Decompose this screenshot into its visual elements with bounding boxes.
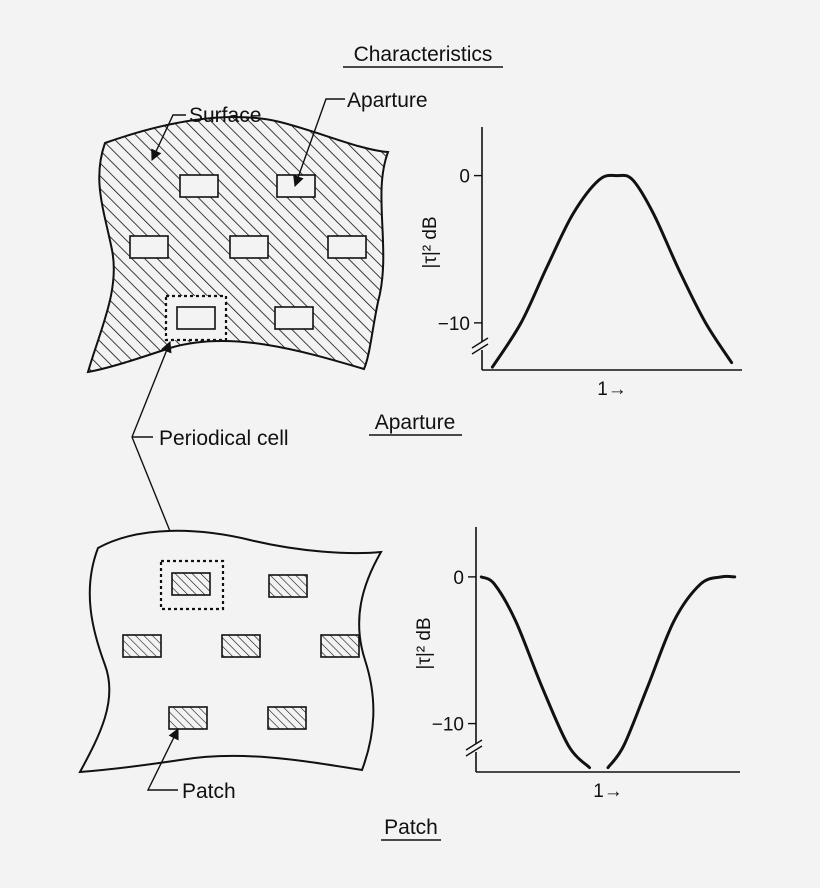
aperture-hole bbox=[176, 306, 216, 330]
axis-break-mark bbox=[471, 343, 489, 355]
aperture-chart: 0 −10 |τ|² dB 1→ bbox=[420, 127, 742, 400]
patch-element bbox=[122, 634, 162, 658]
aperture-hole bbox=[274, 306, 314, 330]
surface-label: Surface bbox=[189, 104, 261, 127]
periodical-cell-leader-up bbox=[131, 340, 172, 438]
patch-chart: 0 −10 |τ|² dB 1→ bbox=[414, 527, 740, 802]
axis-break-mark bbox=[471, 337, 489, 349]
heading: Characteristics bbox=[354, 43, 493, 66]
patch-leader bbox=[146, 727, 179, 791]
patch-grid bbox=[122, 572, 360, 730]
aperture-label: Aparture bbox=[347, 89, 428, 112]
series-line bbox=[606, 574, 737, 770]
patch-element bbox=[268, 574, 308, 598]
periodical-cell-label: Periodical cell bbox=[159, 427, 289, 450]
surface-leader bbox=[151, 114, 186, 162]
patch-element bbox=[221, 634, 261, 658]
aperture-grid bbox=[129, 174, 367, 330]
patch-label: Patch bbox=[182, 780, 236, 803]
y-tick-label: 0 bbox=[453, 568, 464, 589]
aperture-hole bbox=[327, 235, 367, 259]
aperture-hole bbox=[129, 235, 169, 259]
aperture-caption: Aparture bbox=[375, 411, 456, 434]
aperture-hole bbox=[276, 174, 316, 198]
axis-break-gap bbox=[479, 342, 485, 350]
patch-element bbox=[320, 634, 360, 658]
aperture-hole bbox=[229, 235, 269, 259]
x-axis-label: 1→ bbox=[593, 781, 623, 802]
y-axis-label: |τ|² dB bbox=[420, 216, 441, 268]
y-tick-label: 0 bbox=[459, 167, 470, 188]
y-axis-label: |τ|² dB bbox=[414, 617, 435, 669]
x-axis-label: 1→ bbox=[597, 379, 627, 400]
series-line bbox=[490, 173, 734, 369]
aperture-hole bbox=[179, 174, 219, 198]
y-tick-label: −10 bbox=[438, 314, 470, 335]
patch-element bbox=[168, 706, 208, 730]
patch-element bbox=[267, 706, 307, 730]
y-tick-label: −10 bbox=[432, 715, 464, 736]
patch-element bbox=[171, 572, 211, 596]
axis-break-gap bbox=[473, 744, 479, 752]
axis-break-mark bbox=[465, 739, 483, 751]
axis-break-mark bbox=[465, 745, 483, 757]
patch-caption: Patch bbox=[384, 816, 438, 839]
series-line bbox=[479, 575, 591, 770]
aperture-leader bbox=[293, 98, 345, 188]
